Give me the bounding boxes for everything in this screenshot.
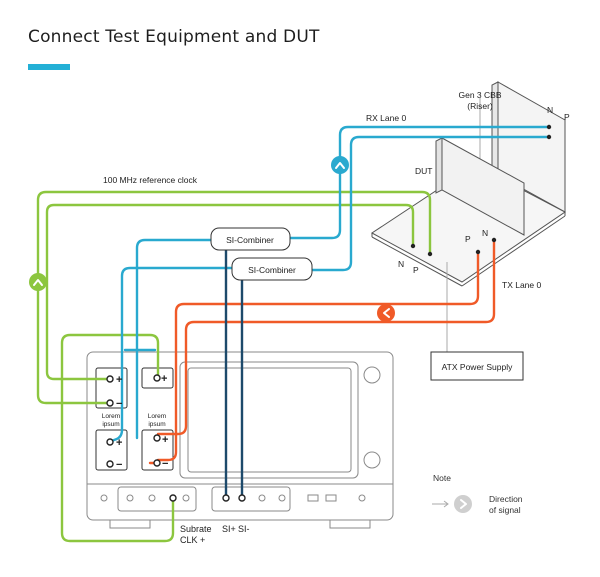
tx-cable-1	[156, 252, 480, 462]
lorem-label-1a: Lorem	[102, 413, 120, 420]
clock-cable-outer	[36, 190, 432, 405]
plus-label-2: +	[161, 373, 167, 385]
clock-p-label: P	[413, 265, 419, 275]
clock-pins	[410, 243, 433, 257]
si-combiner-2: SI-Combiner	[231, 257, 313, 281]
right-arrow-icon	[460, 499, 467, 509]
dut-label: DUT	[415, 166, 432, 176]
si-combiner-1-label: SI-Combiner	[226, 235, 274, 245]
clock-n-label: N	[398, 259, 404, 269]
page-title: Connect Test Equipment and DUT	[28, 27, 320, 47]
atx-label: ATX Power Supply	[442, 362, 513, 372]
title-accent-bar	[28, 64, 70, 70]
dut-board	[435, 137, 525, 236]
minus-label-1: −	[116, 398, 122, 410]
ref-clock-label: 100 MHz reference clock	[103, 175, 198, 185]
lorem-label-1b: ipsum	[102, 421, 119, 428]
rx-cable-1	[288, 125, 550, 240]
rx-combiner2-to-module	[108, 266, 234, 444]
si-plus-label: SI+	[222, 524, 236, 534]
instrument-body	[86, 351, 394, 529]
subrate-label-a: Subrate	[180, 524, 212, 534]
si-minus-label: SI-	[238, 524, 250, 534]
left-arrow-icon	[383, 308, 390, 318]
si-combiner-1: SI-Combiner	[210, 227, 291, 251]
module-bottom-left	[95, 429, 128, 471]
legend-direction-a: Direction	[489, 494, 523, 504]
rx-combiner1-to-module	[135, 238, 213, 440]
cbb-p-label: P	[564, 112, 570, 122]
atx-power-supply: ATX Power Supply	[430, 351, 524, 381]
up-arrow-icon	[33, 279, 43, 286]
dut-p-label: P	[465, 234, 471, 244]
module-connectors	[106, 374, 246, 502]
tx-cable-2	[156, 238, 496, 436]
legend-direction-b: of signal	[489, 505, 521, 515]
plus-label-3: +	[116, 437, 122, 449]
cbb-label: Gen 3 CBB	[459, 90, 502, 100]
subrate-clock-cable	[60, 333, 175, 543]
up-arrow-icon	[335, 162, 345, 169]
legend: Note Direction of signal	[432, 473, 523, 515]
plus-label-4: +	[162, 434, 168, 446]
dut-n-label: N	[482, 228, 488, 238]
cbb-cable-ends	[546, 124, 552, 140]
dut-pins	[475, 237, 497, 255]
minus-label-4: −	[162, 458, 168, 470]
clock-direction-arrow	[29, 273, 47, 291]
lorem-label-2a: Lorem	[148, 413, 166, 420]
si-combiner-2-label: SI-Combiner	[248, 265, 296, 275]
tx-direction-arrow	[377, 304, 395, 322]
connector-modules	[95, 367, 174, 471]
minus-label-3: −	[116, 459, 122, 471]
rx-lane-label: RX Lane 0	[366, 113, 406, 123]
riser-label: (Riser)	[467, 101, 493, 111]
cbb-n-label: N	[547, 105, 553, 115]
subrate-label-b: CLK +	[180, 535, 205, 545]
lorem-label-2b: ipsum	[148, 421, 165, 428]
tx-lane-label: TX Lane 0	[502, 280, 541, 290]
rx-cable-2	[310, 135, 550, 272]
legend-note: Note	[433, 473, 451, 483]
clock-cable-inner	[45, 203, 415, 381]
plus-label-1: +	[116, 374, 122, 386]
rx-direction-arrow	[331, 156, 349, 174]
